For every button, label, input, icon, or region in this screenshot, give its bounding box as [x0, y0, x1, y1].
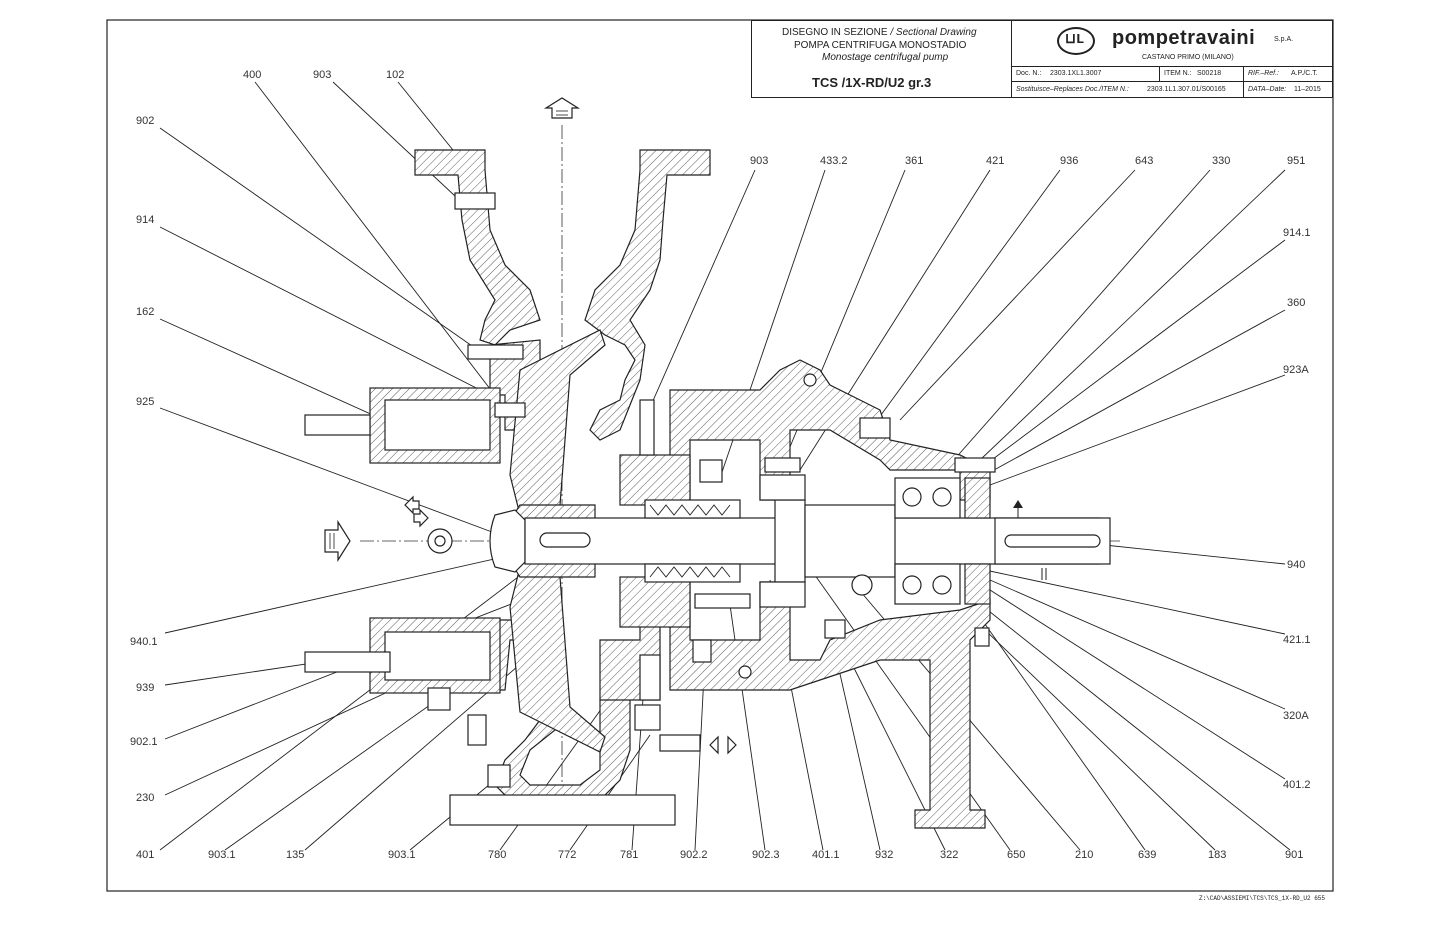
label-903-mid: 903 — [750, 155, 768, 167]
label-330: 330 — [1212, 155, 1230, 167]
label-400: 400 — [243, 69, 261, 81]
label-902: 902 — [136, 115, 154, 127]
label-401-2: 401.2 — [1283, 779, 1311, 791]
label-925: 925 — [136, 396, 154, 408]
label-322: 322 — [940, 849, 958, 861]
label-421-1: 421.1 — [1283, 634, 1311, 646]
label-230: 230 — [136, 792, 154, 804]
title-block-description: DISEGNO IN SEZIONE / Sectional Drawing P… — [751, 20, 1012, 98]
title-block-company: ⊔L pompetravaini S.p.A. CASTANO PRIMO (M… — [1012, 20, 1333, 67]
label-102: 102 — [386, 69, 404, 81]
label-901: 901 — [1285, 849, 1303, 861]
label-914: 914 — [136, 214, 154, 226]
label-936: 936 — [1060, 155, 1078, 167]
title-line3: Monostage centrifugal pump — [822, 52, 949, 63]
label-939: 939 — [136, 682, 154, 694]
label-135: 135 — [286, 849, 304, 861]
label-433-2: 433.2 — [820, 155, 848, 167]
label-360: 360 — [1287, 297, 1305, 309]
shaft — [524, 499, 1111, 583]
mechanical-seal — [619, 454, 741, 628]
label-183: 183 — [1208, 849, 1226, 861]
title-line1: DISEGNO IN SEZIONE / Sectional Drawing — [782, 27, 977, 38]
ref-cell: RIF.–Ref.: A.P./C.T. — [1243, 66, 1333, 82]
label-923A: 923A — [1283, 364, 1309, 376]
label-903-1a: 903.1 — [208, 849, 236, 861]
label-902-1: 902.1 — [130, 736, 158, 748]
company-name: pompetravaini — [1112, 27, 1256, 49]
label-639: 639 — [1138, 849, 1156, 861]
drawing-frame — [106, 19, 1334, 892]
label-361: 361 — [905, 155, 923, 167]
suction-cover — [304, 387, 501, 694]
label-951: 951 — [1287, 155, 1305, 167]
label-772: 772 — [558, 849, 576, 861]
label-932: 932 — [875, 849, 893, 861]
label-902-3: 902.3 — [752, 849, 780, 861]
logo-mark: ⊔L — [1065, 32, 1085, 48]
label-940: 940 — [1287, 559, 1305, 571]
label-401: 401 — [136, 849, 154, 861]
leader-lines — [159, 81, 1291, 851]
doc-number-cell: Doc. N.: 2303.1XL1.3007 — [1012, 66, 1160, 82]
file-path: Z:\CAD\ASSIEMI\TCS\TCS_1X-RD_U2 655 — [1198, 895, 1325, 902]
label-320A: 320A — [1283, 710, 1309, 722]
date-cell: DATA–Date: 11–2015 — [1243, 81, 1333, 98]
label-903-1b: 903.1 — [388, 849, 416, 861]
part-labels: 400 903 102 902 914 162 925 940.1 939 90… — [130, 69, 1311, 861]
fasteners — [427, 192, 996, 826]
label-781: 781 — [620, 849, 638, 861]
flow-arrows — [324, 97, 1047, 755]
company-location: CASTANO PRIMO (MILANO) — [1142, 54, 1234, 61]
item-number-cell: ITEM N.: S00218 — [1159, 66, 1244, 82]
label-162: 162 — [136, 306, 154, 318]
label-903-top: 903 — [313, 69, 331, 81]
model-code: TCS /1X-RD/U2 gr.3 — [812, 75, 932, 90]
replaces-cell: Sostituisce–Replaces Doc./ITEM N.: 2303.… — [1012, 81, 1244, 98]
label-650: 650 — [1007, 849, 1025, 861]
pump-casing — [414, 149, 711, 801]
company-suffix: S.p.A. — [1274, 36, 1294, 43]
label-780: 780 — [488, 849, 506, 861]
label-643: 643 — [1135, 155, 1153, 167]
label-902-2: 902.2 — [680, 849, 708, 861]
bearings — [759, 474, 991, 608]
label-914-1: 914.1 — [1283, 227, 1311, 239]
label-401-1: 401.1 — [812, 849, 840, 861]
label-421: 421 — [986, 155, 1004, 167]
label-940-1: 940.1 — [130, 636, 158, 648]
label-210: 210 — [1075, 849, 1093, 861]
title-line2: POMPA CENTRIFUGA MONOSTADIO — [794, 40, 967, 51]
company-logo: ⊔L — [1057, 27, 1095, 55]
